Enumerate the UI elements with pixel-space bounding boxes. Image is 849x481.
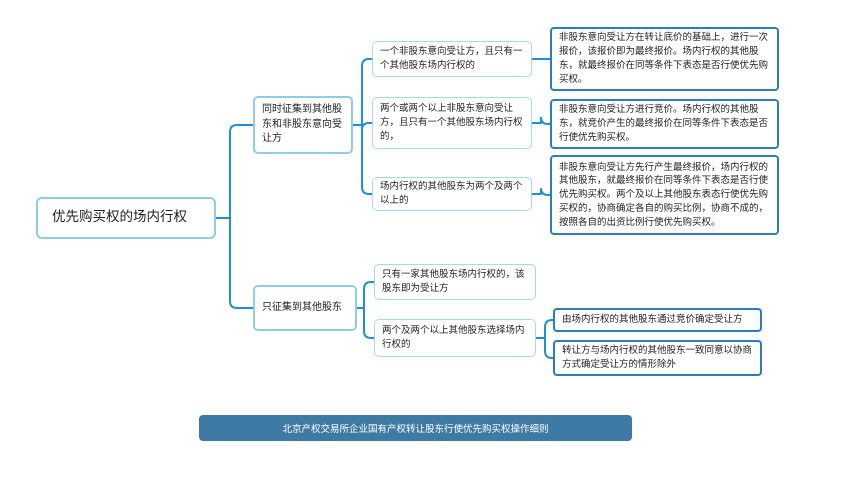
source-caption-text: 北京产权交易所企业国有产权转让股东行使优先购买权操作细则	[282, 424, 549, 435]
result-text: 由场内行权的其他股东通过竞价确定受让方	[562, 314, 743, 326]
result-single-bid: 非股东意向受让方在转让底价的基础上，进行一次报价，该报价即为最终报价。场内行权的…	[550, 27, 779, 91]
connector	[356, 281, 375, 339]
connector	[531, 116, 551, 125]
case-label: 两个及两个以上其他股东选择场内行权的	[382, 325, 525, 350]
case-multiple-nonshareholders: 两个或两个以上非股东意向受让方，且只有一个其他股东场内行权的，	[372, 97, 532, 149]
connector	[535, 319, 554, 359]
result-text: 非股东意向受让方进行竞价。场内行权的其他股东，就竞价产生的最终报价在同等条件下表…	[559, 104, 769, 143]
root-label: 优先购买权的场内行权	[52, 209, 187, 226]
branch-other-shareholders-only: 只征集到其他股东	[253, 285, 357, 331]
result-text: 非股东意向受让方在转让底价的基础上，进行一次报价，该报价即为最终报价。场内行权的…	[559, 32, 769, 85]
result-text: 转让方与场内行权的其他股东一致同意以协商方式确定受让方的情形除外	[562, 345, 753, 370]
result-bidding: 非股东意向受让方进行竞价。场内行权的其他股东，就竞价产生的最终报价在同等条件下表…	[550, 99, 779, 149]
branch-label: 只征集到其他股东	[262, 301, 342, 313]
case-label: 场内行权的其他股东为两个及两个以上的	[380, 181, 523, 206]
branch-label: 同时征集到其他股东和非股东意向受让方	[262, 104, 342, 145]
case-label: 两个或两个以上非股东意向受让方，且只有一个其他股东场内行权的，	[380, 103, 523, 142]
result-bid-determines-buyer: 由场内行权的其他股东通过竞价确定受让方	[553, 308, 762, 332]
result-text: 非股东意向受让方先行产生最终报价，场内行权的其他股东，就最终报价在同等条件下表态…	[559, 161, 769, 228]
result-multiple-shareholders: 非股东意向受让方先行产生最终报价，场内行权的其他股东，就最终报价在同等条件下表态…	[550, 155, 779, 235]
case-label: 只有一家其他股东场内行权的，该股东即为受让方	[382, 269, 525, 294]
source-caption: 北京产权交易所企业国有产权转让股东行使优先购买权操作细则	[199, 415, 632, 441]
case-one-nonshareholder: 一个非股东意向受让方，且只有一个其他股东场内行权的	[372, 41, 532, 77]
case-multiple-shareholders-bidding: 两个及两个以上其他股东选择场内行权的	[374, 319, 536, 357]
case-multiple-shareholders: 场内行权的其他股东为两个及两个以上的	[372, 177, 532, 211]
connector	[215, 124, 254, 309]
case-single-shareholder: 只有一家其他股东场内行权的，该股东即为受让方	[374, 264, 536, 300]
root-node: 优先购买权的场内行权	[36, 197, 216, 239]
case-label: 一个非股东意向受让方，且只有一个其他股东场内行权的	[380, 46, 523, 71]
connector	[531, 187, 551, 196]
connector	[352, 58, 373, 195]
branch-both-buyers: 同时征集到其他股东和非股东意向受让方	[253, 96, 353, 154]
result-negotiation-exception: 转让方与场内行权的其他股东一致同意以协商方式确定受让方的情形除外	[553, 340, 762, 376]
